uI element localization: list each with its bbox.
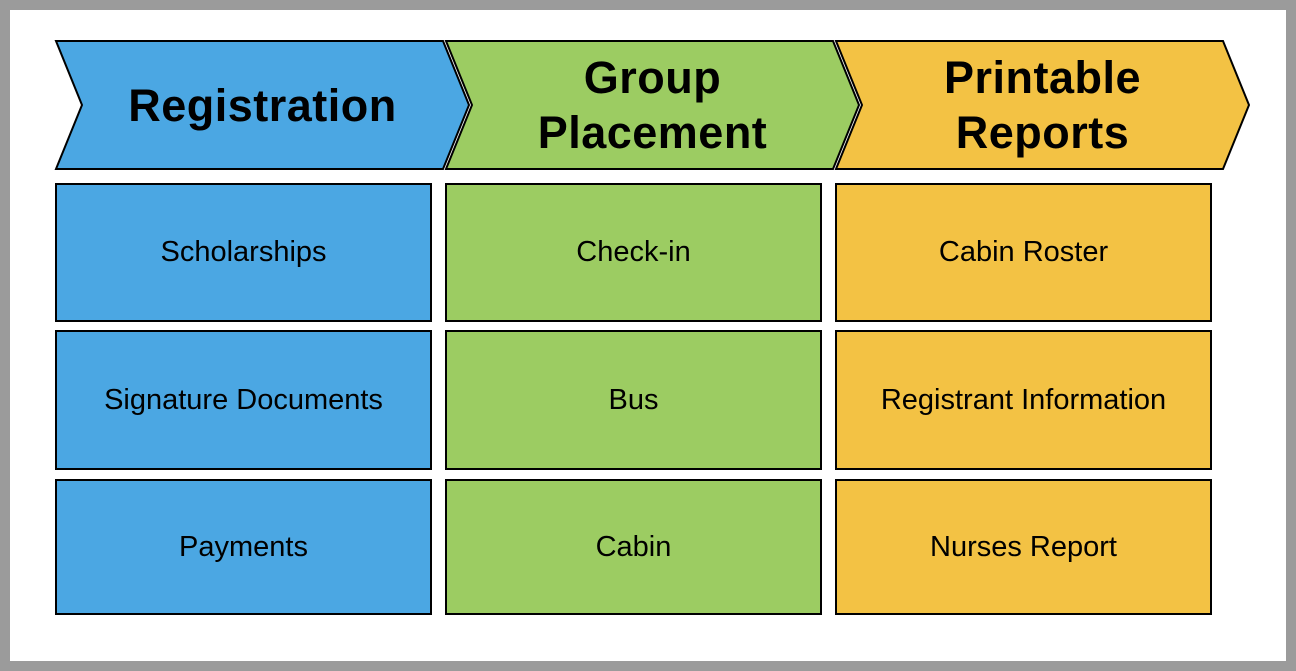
item-box-registrant-information: Registrant Information [835,330,1212,470]
item-box-scholarships: Scholarships [55,183,432,322]
stage-title-registration: Registration [128,79,397,131]
item-label: Signature Documents [104,383,383,416]
chevron-polygon [54,40,471,170]
item-label: Check-in [576,236,691,268]
item-box-cabin: Cabin [445,479,822,615]
item-label: Scholarships [160,236,327,268]
stage-chevron-group-placement: Group Placement [444,40,861,170]
chevron-arrow-shape [444,40,861,170]
item-box-bus: Bus [445,330,822,470]
item-box-cabin-roster: Cabin Roster [835,183,1212,322]
item-box-nurses-report: Nurses Report [835,479,1212,615]
chevron-polygon [444,40,861,170]
item-label: Cabin Roster [938,236,1109,268]
stage-chevron-printable-reports: Printable Reports [834,40,1251,170]
item-label: Cabin [595,530,672,563]
item-label: Bus [608,383,659,416]
item-box-payments: Payments [55,479,432,615]
item-box-signature-documents: Signature Documents [55,330,432,470]
chevron-arrow-shape [54,40,471,170]
chevron-arrow-shape [834,40,1251,170]
item-box-check-in: Check-in [445,183,822,322]
stage-title-printable-reports: Printable Reports [943,52,1142,158]
chevron-polygon [834,40,1251,170]
item-label: Payments [179,530,308,563]
item-label: Nurses Report [930,530,1117,563]
item-label: Registrant Information [880,383,1167,416]
stage-chevron-registration: Registration [54,40,471,170]
stage-title-group-placement: Group Placement [537,52,768,158]
